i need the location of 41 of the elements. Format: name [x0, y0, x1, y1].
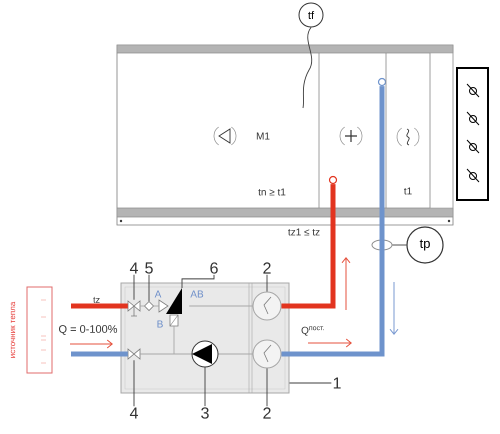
temperature-label: tz1 ≤ tz: [288, 228, 320, 236]
edge-label: tz: [93, 296, 100, 303]
pipe: [282, 184, 336, 308]
heat-source-label: источник тепла: [10, 302, 16, 358]
temperature-label: t1: [404, 188, 412, 194]
thermometer: [252, 292, 282, 320]
callout-number: 2: [263, 407, 271, 419]
pipe: [282, 86, 384, 356]
gate-valve: [128, 348, 140, 360]
flow-label: Q$^{пост.}$: [302, 326, 324, 336]
callout-number: 5: [145, 262, 153, 274]
callout-number: 4: [130, 408, 138, 418]
pipe: [71, 352, 128, 356]
leader-line: [289, 382, 332, 384]
leader-line: [204, 367, 206, 407]
pipe-port: [328, 176, 338, 184]
pipe: [71, 304, 128, 308]
leader-line: [302, 27, 312, 108]
callout-number: 2: [263, 262, 271, 274]
leader-line: [266, 274, 268, 292]
air-handling-unit: [116, 44, 454, 226]
leader-line: [392, 244, 407, 246]
callout-number: 6: [210, 262, 218, 274]
thermometer: [252, 340, 282, 368]
leader-line: [266, 368, 268, 407]
gate-valve: [128, 300, 140, 316]
flow-label: Q = 0-100%: [59, 325, 118, 335]
callout-number: 1: [334, 378, 341, 388]
temperature-label: tn ≥ t1: [258, 188, 286, 196]
leader-line: [148, 274, 150, 302]
port-label: AB: [190, 290, 204, 298]
pipe-port: [378, 78, 386, 86]
callout-number: 3: [201, 407, 209, 419]
port-label: A: [154, 290, 162, 298]
leader-line: [182, 274, 214, 288]
callout-number: 4: [130, 262, 138, 274]
port-label: B: [157, 320, 163, 328]
pipe-clamp: [372, 240, 392, 250]
pipe-line: [174, 326, 192, 354]
component-label: M1: [256, 132, 270, 140]
pump: [192, 340, 218, 368]
